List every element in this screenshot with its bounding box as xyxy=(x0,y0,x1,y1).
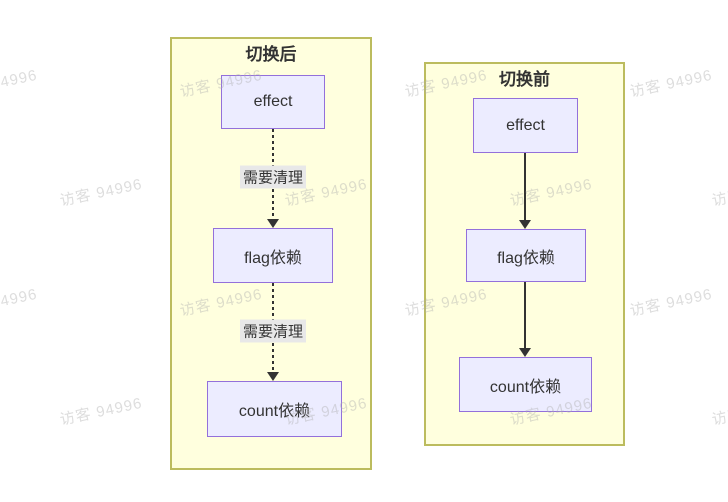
arrowhead-icon xyxy=(267,219,279,228)
watermark-text: 访客 94996 xyxy=(628,285,715,320)
watermark-text: 访客 94996 xyxy=(710,395,728,429)
node-count-dependency-before: count依赖 xyxy=(459,357,592,412)
watermark-text: 访客 94996 xyxy=(58,175,145,210)
watermark-text: 访客 94996 xyxy=(58,394,145,429)
node-count-dependency-after: count依赖 xyxy=(207,381,342,437)
node-flag-dependency-after: flag依赖 xyxy=(213,228,333,283)
arrowhead-icon xyxy=(519,348,531,357)
watermark-text: 访客 94996 xyxy=(628,66,715,101)
arrowhead-icon xyxy=(267,372,279,381)
subgraph-before-title: 切换前 xyxy=(499,70,550,89)
node-flag-dependency-before: flag依赖 xyxy=(466,229,586,282)
watermark-text: 访客 94996 xyxy=(0,285,40,320)
node-effect-before: effect xyxy=(473,98,578,153)
edge-label-cleanup-2: 需要清理 xyxy=(239,319,307,343)
subgraph-after-title: 切换后 xyxy=(245,45,297,64)
edge-effect-to-flag-before xyxy=(524,153,526,221)
edge-label-cleanup-1: 需要清理 xyxy=(239,165,307,189)
edge-flag-to-count-before xyxy=(524,282,526,349)
watermark-text: 访客 94996 xyxy=(0,66,40,101)
watermark-text: 访客 94996 xyxy=(710,176,728,210)
node-effect-after: effect xyxy=(221,75,325,129)
arrowhead-icon xyxy=(519,220,531,229)
